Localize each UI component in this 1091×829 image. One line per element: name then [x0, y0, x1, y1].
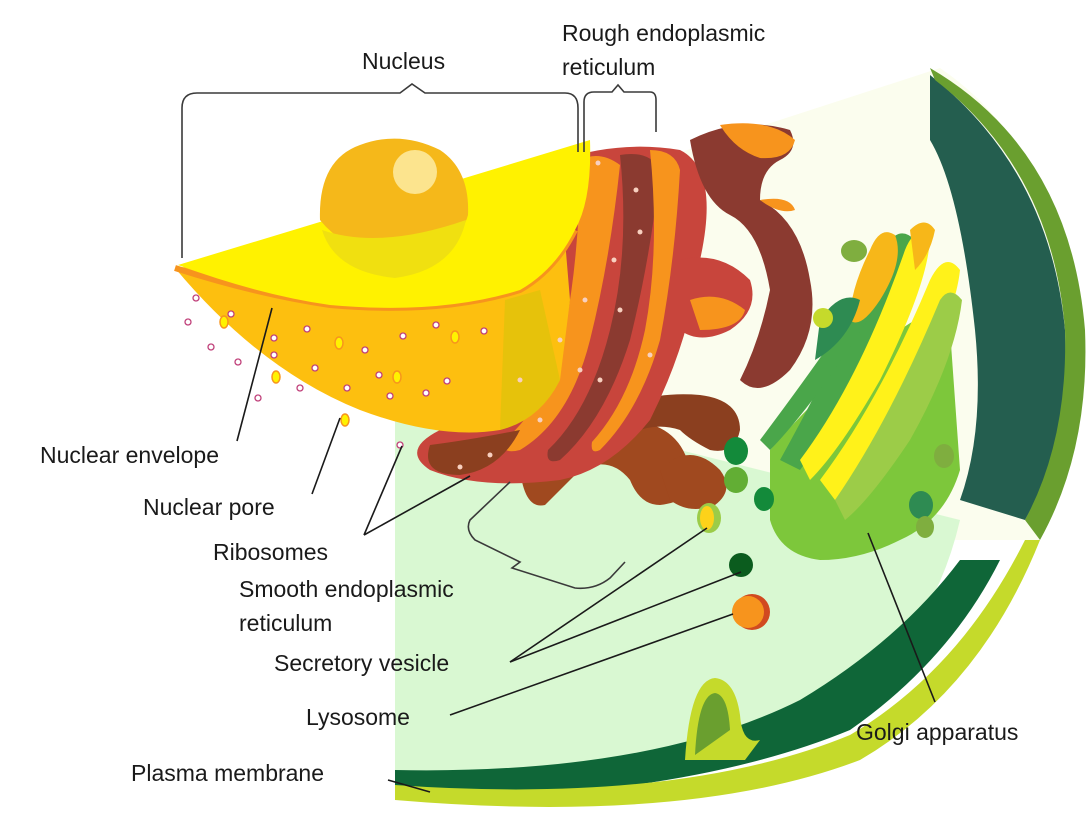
plasma-membrane: [395, 540, 1040, 807]
label-nuclear-envelope: Nuclear envelope: [40, 442, 219, 468]
secretory-vesicle-2: [729, 553, 753, 577]
label-secretory-vesicle: Secretory vesicle: [274, 650, 449, 676]
smooth-er-bracket: [467, 481, 626, 590]
nucleus: [174, 138, 653, 470]
label-golgi-apparatus: Golgi apparatus: [856, 719, 1018, 745]
rough-er-bracket: [583, 83, 657, 152]
label-ribosomes: Ribosomes: [213, 539, 328, 565]
label-rough-er-line1: Rough endoplasmic: [562, 20, 765, 46]
label-nuclear-pore: Nuclear pore: [143, 494, 275, 520]
label-lysosome: Lysosome: [306, 704, 410, 730]
label-nucleus: Nucleus: [362, 48, 445, 74]
label-smooth-er-line2: reticulum: [239, 610, 332, 636]
nucleus-bracket: [181, 83, 579, 258]
label-plasma-membrane: Plasma membrane: [131, 760, 324, 786]
label-smooth-er-line1: Smooth endoplasmic: [239, 576, 454, 602]
cell-wall-band: [930, 75, 1066, 520]
leader-lines: [236, 307, 936, 793]
membrane-invagination-inner: [695, 693, 730, 755]
label-rough-er-line2: reticulum: [562, 54, 655, 80]
vesicles: [697, 503, 770, 630]
golgi-apparatus: [724, 222, 962, 560]
labels: Nucleus Rough endoplasmic reticulum Nucl…: [40, 20, 1018, 786]
brackets: [181, 83, 657, 590]
